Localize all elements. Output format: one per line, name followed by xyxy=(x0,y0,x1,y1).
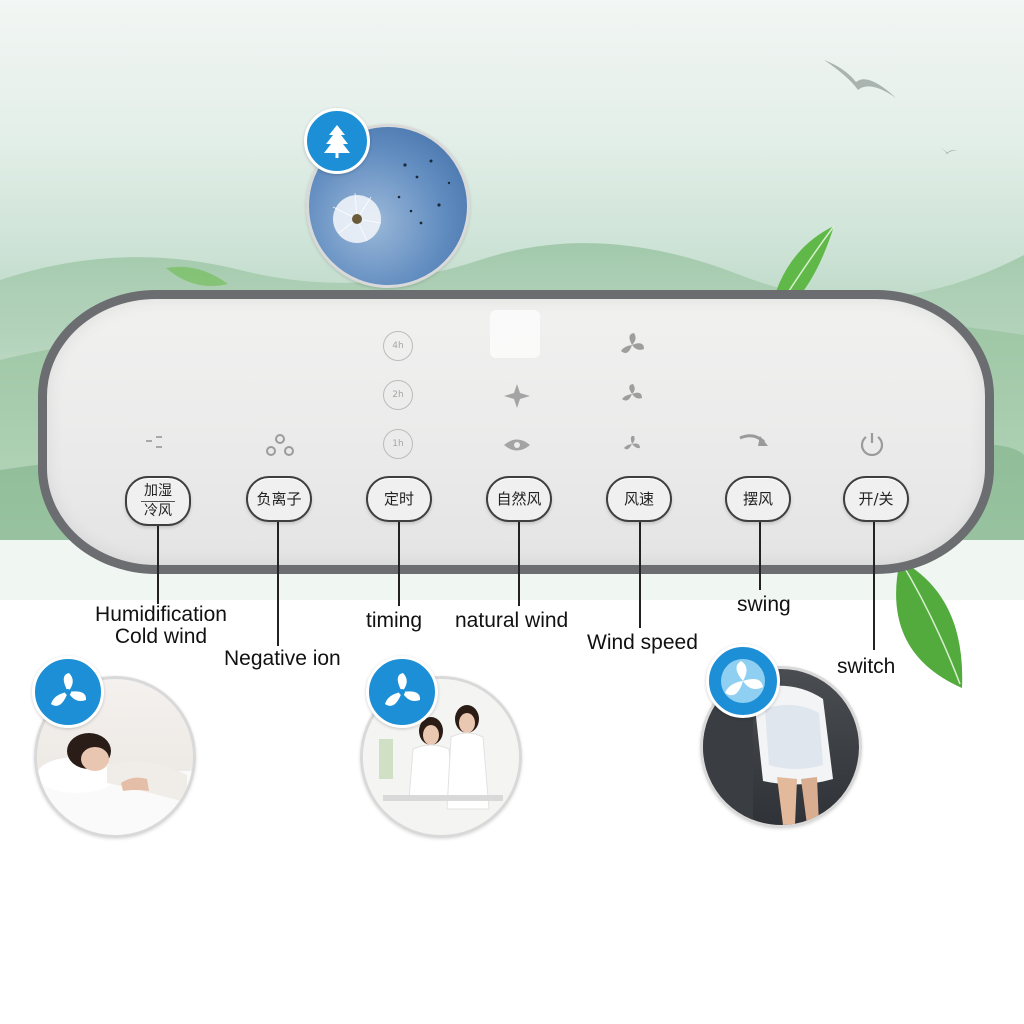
ion-icon xyxy=(266,434,294,456)
label-switch: switch xyxy=(837,655,896,678)
label-negative-ion: Negative ion xyxy=(224,647,341,670)
wind-speed-button[interactable]: 风速 xyxy=(606,476,672,522)
fan-badge-office xyxy=(366,656,438,728)
power-icon xyxy=(860,433,884,457)
wind-speed-icon-mid xyxy=(622,384,642,401)
humidify-icon xyxy=(146,436,162,448)
tree-badge xyxy=(304,108,370,174)
label-wind-speed: Wind speed xyxy=(587,631,698,654)
leader-line-speed xyxy=(639,522,641,628)
timer-indicator-4h: 4h xyxy=(383,331,413,361)
fan-icon xyxy=(385,673,421,706)
timer-button[interactable]: 定时 xyxy=(366,476,432,522)
display-window xyxy=(490,310,540,358)
button-divider xyxy=(141,500,175,502)
label-humidification: Humidification Cold wind xyxy=(95,603,227,648)
swing-button[interactable]: 摆风 xyxy=(725,476,791,522)
leaf-icon xyxy=(896,559,963,688)
label-natural-wind: natural wind xyxy=(455,609,569,632)
timer-indicator-2h: 2h xyxy=(383,380,413,410)
fan-badge-sleep xyxy=(32,656,104,728)
negative-ion-button[interactable]: 负离子 xyxy=(246,476,312,522)
label-swing: swing xyxy=(737,593,791,616)
label-timing: timing xyxy=(366,609,423,632)
fan-icon xyxy=(51,673,87,706)
wind-speed-icon-high xyxy=(621,333,644,353)
swing-arrow-icon xyxy=(739,434,768,446)
leader-line-humidify xyxy=(157,526,159,604)
leader-line-timer xyxy=(398,522,400,606)
natural-wind-icon-sleep xyxy=(504,384,530,408)
tree-icon xyxy=(324,125,350,158)
natural-wind-icon xyxy=(504,439,530,451)
seagull-icon xyxy=(824,60,896,98)
fan-badge-swing xyxy=(706,644,780,718)
seagull-small-icon xyxy=(939,147,957,154)
fan-icon xyxy=(721,659,765,703)
leader-line-natural xyxy=(518,522,520,606)
leader-line-ion xyxy=(277,522,279,646)
wind-speed-icon-low xyxy=(624,435,640,450)
timer-indicator-1h: 1h xyxy=(383,429,413,459)
leader-line-swing xyxy=(759,522,761,590)
leaf-icon xyxy=(166,266,228,286)
power-button[interactable]: 开/关 xyxy=(843,476,909,522)
leader-line-switch xyxy=(873,522,875,650)
humidify-cold-wind-button[interactable]: 加湿 冷风 xyxy=(125,476,191,526)
natural-wind-button[interactable]: 自然风 xyxy=(486,476,552,522)
